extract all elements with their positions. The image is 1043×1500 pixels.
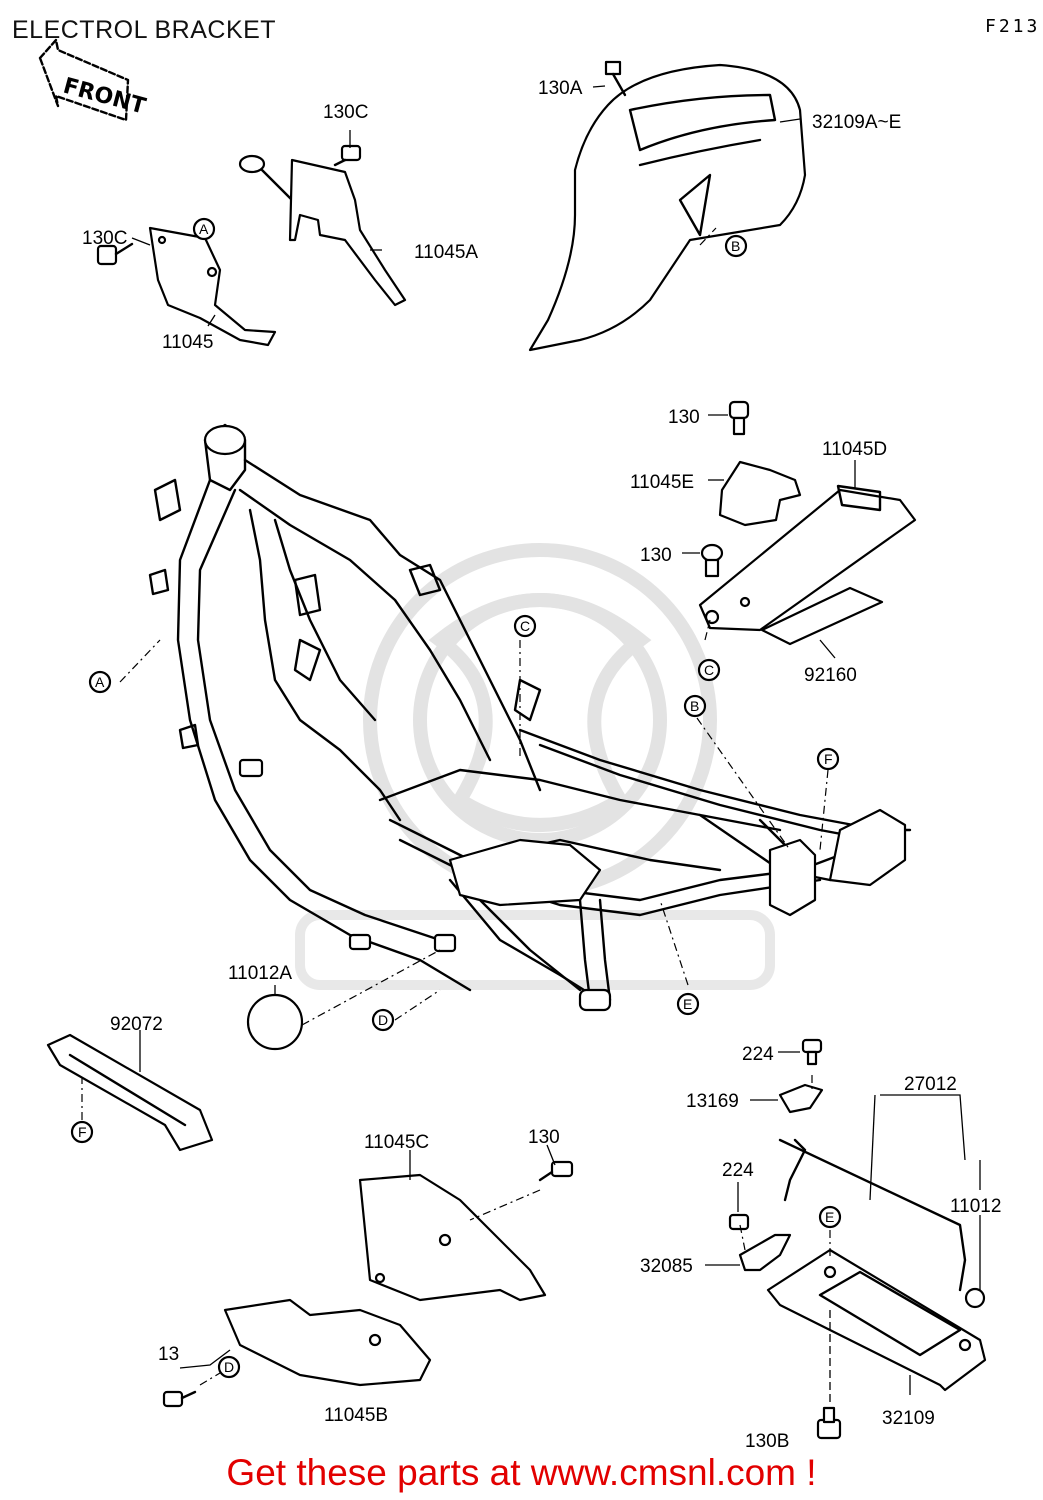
bolt-13-icon: [162, 1390, 197, 1408]
callout-11045b: 11045B: [324, 1405, 388, 1426]
svg-text:C: C: [704, 662, 714, 678]
bolt-130-top-icon: [728, 400, 750, 436]
callout-130a: 130A: [538, 78, 583, 99]
battery-tray-11045d-part: [698, 484, 917, 632]
grommet-11012a-part: [246, 993, 304, 1051]
callout-11045e: 11045E: [630, 472, 694, 493]
bolt-130a-icon: [604, 60, 627, 97]
page-title: ELECTROL BRACKET: [12, 16, 276, 44]
svg-text:D: D: [378, 1012, 388, 1028]
front-arrow-icon: FRONT: [38, 38, 148, 122]
ref-e-frame: E: [676, 992, 700, 1016]
bolt-224-low-icon: [728, 1213, 750, 1231]
svg-text:E: E: [683, 996, 692, 1012]
side-cover-part: [528, 63, 807, 352]
callout-11012a: 11012A: [228, 963, 292, 984]
callout-11045c: 11045C: [364, 1132, 429, 1153]
svg-text:A: A: [95, 674, 105, 690]
callout-11045: 11045: [162, 332, 213, 353]
callout-11045d: 11045D: [822, 439, 887, 460]
svg-text:C: C: [520, 618, 530, 634]
callout-130b: 130B: [745, 1431, 789, 1452]
bolt-130c-top-icon: [333, 144, 362, 167]
ref-d-bracket: D: [217, 1355, 241, 1379]
ref-f-frame: F: [816, 747, 840, 771]
callout-224-top: 224: [742, 1044, 774, 1065]
callout-130c-left: 130C: [82, 228, 127, 249]
callout-92160: 92160: [804, 665, 857, 686]
battery-case-32109-part: [766, 1248, 987, 1392]
bolt-130c-left-icon: [96, 242, 134, 266]
bracket-11045-part: [148, 226, 277, 347]
rubber-pad-92160-part: [760, 586, 884, 646]
bracket-11045a-part: [238, 154, 407, 307]
main-frame-part: [148, 423, 912, 1012]
callout-130c-top: 130C: [323, 102, 368, 123]
callout-11045a: 11045A: [414, 242, 478, 263]
watermark-logo: [295, 543, 775, 990]
footer-link[interactable]: Get these parts at www.cmsnl.com !: [226, 1452, 817, 1493]
ref-c-frame: C: [513, 614, 537, 638]
svg-text:F: F: [78, 1124, 87, 1140]
callout-11012: 11012: [950, 1196, 1001, 1217]
callout-130-low: 130: [528, 1127, 560, 1148]
wire-27012-part: [778, 1138, 986, 1309]
ref-b-frame: B: [683, 694, 707, 718]
callout-130-top: 130: [668, 407, 700, 428]
callout-27012: 27012: [904, 1074, 957, 1095]
band-92072-part: [46, 1033, 214, 1152]
svg-text:E: E: [825, 1209, 834, 1225]
ref-a-frame: A: [88, 670, 112, 694]
callout-130-mid: 130: [640, 545, 672, 566]
bracket-11045c-part: [358, 1173, 547, 1302]
bracket-32085-part: [738, 1233, 792, 1272]
svg-text:B: B: [690, 698, 699, 714]
bolt-130-low-icon: [538, 1160, 574, 1182]
leader-11012a-line: [301, 949, 441, 1026]
callout-13169: 13169: [686, 1091, 739, 1112]
svg-text:D: D: [224, 1359, 234, 1375]
ref-e-case: E: [818, 1205, 842, 1229]
ref-b-top: B: [724, 234, 748, 258]
bolt-224-top-icon: [801, 1038, 823, 1066]
callout-32109: 32109: [882, 1408, 935, 1429]
ref-d-frame: D: [371, 1008, 395, 1032]
ref-a-top: A: [192, 217, 216, 241]
ref-f-band: F: [70, 1120, 94, 1144]
callout-13-partial: 13: [158, 1344, 179, 1365]
callout-92072: 92072: [110, 1014, 163, 1035]
svg-text:B: B: [731, 238, 740, 254]
callout-224-low: 224: [722, 1160, 754, 1181]
bolt-130-mid-icon: [700, 543, 724, 578]
callout-32109a-e: 32109A~E: [812, 112, 901, 133]
bolt-130b-icon: [816, 1406, 842, 1440]
svg-text:A: A: [199, 221, 209, 237]
bracket-11045e-part: [718, 460, 802, 527]
page-code: F213: [985, 16, 1040, 37]
leader-lines: [81, 85, 981, 1395]
clamp-13169-part: [778, 1083, 824, 1114]
callout-32085: 32085: [640, 1256, 693, 1277]
bracket-11045b-part: [223, 1298, 432, 1387]
svg-text:F: F: [824, 751, 833, 767]
ref-c-tray: C: [697, 658, 721, 682]
